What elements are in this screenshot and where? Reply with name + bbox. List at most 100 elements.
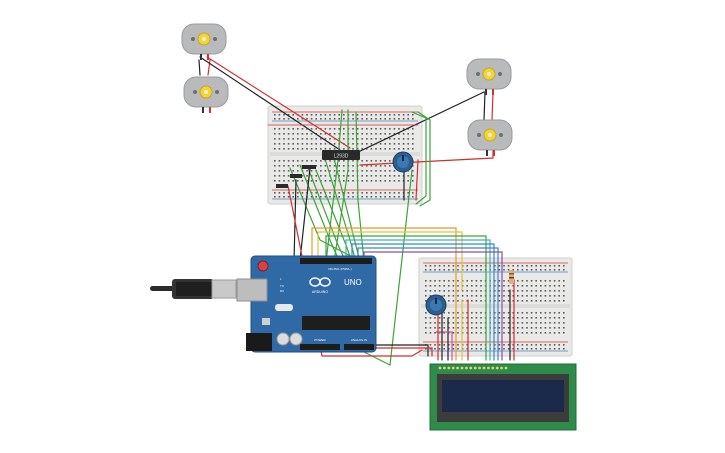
potentiometer-top[interactable]: [392, 151, 414, 173]
breadboard-hole: [338, 128, 340, 130]
breadboard-hole: [434, 285, 436, 287]
breadboard-hole: [384, 118, 386, 120]
breadboard-hole: [535, 269, 537, 271]
breadboard-hole: [361, 192, 363, 194]
breadboard-hole: [375, 180, 377, 182]
breadboard-hole: [512, 265, 514, 267]
motor-1[interactable]: [181, 23, 227, 60]
breadboard-hole: [457, 322, 459, 324]
breadboard-hole: [297, 180, 299, 182]
breadboard-hole: [429, 348, 432, 350]
breadboard-hole: [287, 196, 290, 198]
breadboard-hole: [558, 317, 560, 319]
breadboard-hole: [443, 344, 445, 346]
breadboard-hole: [475, 332, 478, 334]
breadboard-hole: [558, 300, 560, 302]
breadboard-hole: [384, 128, 386, 130]
motor-2[interactable]: [183, 76, 229, 113]
breadboard-hole: [402, 118, 405, 120]
breadboard-hole: [549, 327, 551, 329]
breadboard-hole: [320, 143, 322, 145]
breadboard-hole: [480, 285, 482, 287]
wire-black: [371, 344, 429, 357]
breadboard-hole: [503, 269, 505, 271]
breadboard-hole: [521, 300, 524, 302]
breadboard-hole: [425, 265, 427, 267]
breadboard-hole: [301, 133, 304, 135]
breadboard-hole: [512, 322, 514, 324]
breadboard-hole: [466, 348, 468, 350]
breadboard-hole: [274, 196, 276, 198]
breadboard-hole: [535, 280, 537, 282]
breadboard-hole: [540, 265, 542, 267]
breadboard-hole: [507, 317, 510, 319]
breadboard-hole: [438, 265, 441, 267]
breadboard-hole: [283, 118, 285, 120]
breadboard-hole: [443, 295, 445, 297]
breadboard-hole: [356, 114, 359, 116]
breadboard-hole: [407, 180, 409, 182]
breadboard-hole: [366, 170, 368, 172]
breadboard-hole: [438, 327, 441, 329]
breadboard-hole: [475, 327, 478, 329]
breadboard-hole: [466, 285, 468, 287]
breadboard-hole: [278, 192, 281, 194]
breadboard-hole: [315, 148, 317, 150]
resistor[interactable]: [276, 184, 288, 188]
breadboard-hole: [389, 133, 391, 135]
breadboard-hole: [274, 128, 276, 130]
lcd-display[interactable]: [429, 363, 577, 431]
breadboard-hole: [292, 138, 294, 140]
breadboard-hole: [375, 118, 377, 120]
breadboard-hole: [457, 290, 459, 292]
breadboard-hole: [384, 160, 386, 162]
breadboard-hole: [402, 114, 405, 116]
wire-green: [333, 109, 349, 263]
breadboard-hole: [544, 295, 547, 297]
driver-chip[interactable]: L293D: [322, 150, 360, 160]
breadboard-hole: [480, 290, 482, 292]
breadboard-hole: [494, 344, 496, 346]
breadboard-hole: [535, 322, 537, 324]
resistor-lcd[interactable]: [509, 270, 514, 284]
breadboard-hole: [407, 192, 409, 194]
breadboard-hole: [412, 192, 414, 194]
breadboard-hole: [466, 280, 468, 282]
breadboard-hole: [384, 143, 386, 145]
breadboard-hole: [434, 348, 436, 350]
breadboard-hole: [343, 175, 345, 177]
breadboard-hole: [549, 344, 551, 346]
breadboard-hole: [379, 114, 382, 116]
breadboard-hole: [306, 138, 308, 140]
breadboard-hole: [563, 344, 565, 346]
breadboard-hole: [379, 180, 382, 182]
breadboard-hole: [310, 138, 313, 140]
breadboard-hole: [379, 118, 382, 120]
right-breadboard[interactable]: [418, 257, 573, 357]
breadboard-hole: [329, 133, 331, 135]
breadboard-hole: [384, 114, 386, 116]
breadboard-hole: [438, 317, 441, 319]
potentiometer-lcd[interactable]: [425, 294, 447, 316]
breadboard-hole: [503, 290, 505, 292]
breadboard-hole: [352, 180, 354, 182]
breadboard-hole: [338, 114, 340, 116]
breadboard-hole: [517, 265, 519, 267]
wire-green: [325, 235, 487, 291]
breadboard-hole: [370, 148, 373, 150]
breadboard-hole: [389, 192, 391, 194]
motor-3[interactable]: [466, 58, 512, 95]
arduino-uno[interactable]: ARDUINO UNO DIGITAL (PWM~) POWER ANALOG …: [150, 255, 377, 353]
breadboard-hole: [507, 300, 510, 302]
resistor[interactable]: [290, 174, 302, 178]
breadboard-hole: [517, 327, 519, 329]
breadboard-hole: [379, 175, 382, 177]
breadboard-hole: [343, 160, 345, 162]
breadboard-hole: [370, 175, 373, 177]
breadboard-hole: [480, 300, 482, 302]
breadboard-hole: [375, 160, 377, 162]
motor-4[interactable]: [467, 119, 513, 156]
resistor[interactable]: [302, 165, 316, 169]
breadboard-hole: [292, 133, 294, 135]
